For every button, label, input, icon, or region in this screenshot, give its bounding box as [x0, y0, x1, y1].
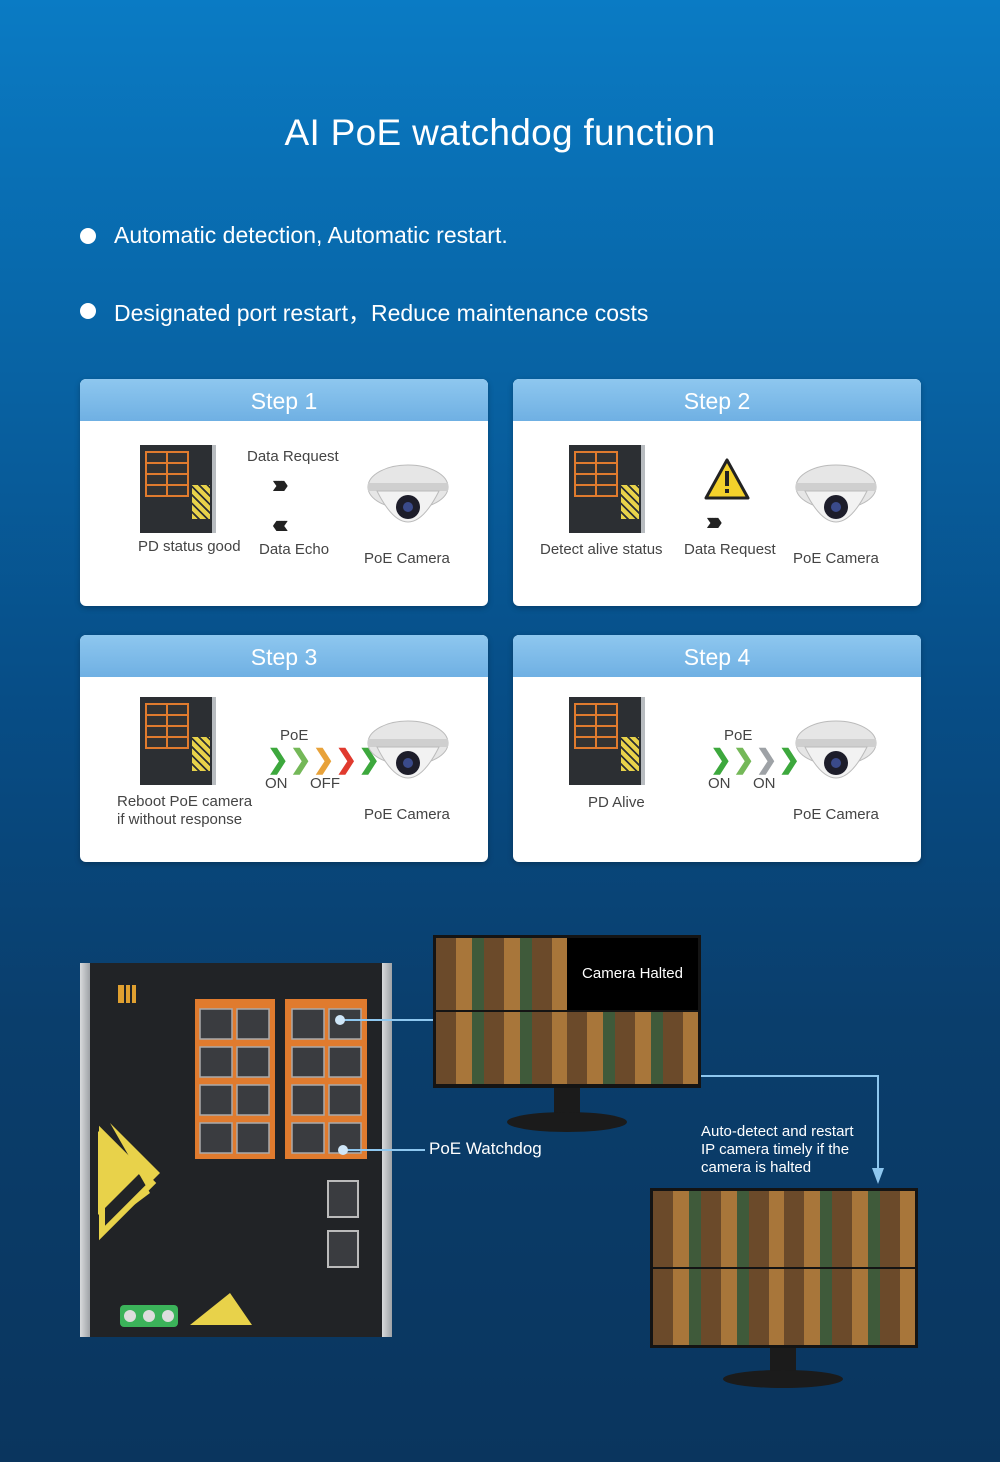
- camera-halted-label: Camera Halted: [582, 965, 683, 982]
- warning-icon: [704, 458, 750, 500]
- step-header: Step 3: [80, 635, 488, 677]
- switch-panel-graphic: [98, 985, 367, 1327]
- step-2-card: Step 2 Detect alive status ›››› Data Req…: [513, 379, 921, 606]
- bullet-dot-icon: [80, 303, 96, 319]
- camera-label: PoE Camera: [793, 806, 879, 823]
- off-label: OFF: [310, 775, 340, 792]
- reboot-label-line1: Reboot PoE camera: [117, 793, 253, 810]
- camera-label: PoE Camera: [793, 550, 879, 567]
- step-header: Step 1: [80, 379, 488, 421]
- step-header: Step 2: [513, 379, 921, 421]
- page-title: AI PoE watchdog function: [284, 112, 716, 153]
- on-label: ON: [708, 775, 731, 792]
- switch-icon: [140, 697, 216, 785]
- dome-camera-icon: [367, 464, 449, 523]
- pd-alive-label: PD Alive: [588, 794, 645, 811]
- poe-on-on-chevrons-icon: ❯❯❯❯: [710, 744, 801, 774]
- bullet-2: Designated port restart，Reduce maintenan…: [80, 294, 648, 328]
- dome-camera-icon: [795, 464, 877, 523]
- poe-on-off-chevrons-icon: ❯❯❯❯❯: [267, 744, 380, 774]
- switch-label: Detect alive status: [540, 541, 663, 558]
- monitor-halted: Camera Halted: [433, 935, 701, 1088]
- step-header: Step 4: [513, 635, 921, 677]
- on-label: ON: [265, 775, 288, 792]
- switch-icon: [569, 697, 645, 785]
- switch-icon: [140, 445, 216, 533]
- reboot-label-line2: if without response: [117, 811, 243, 828]
- data-echo-label: Data Echo: [259, 541, 330, 558]
- poe-label: PoE: [724, 727, 753, 744]
- bullet-text: Automatic detection, Automatic restart.: [114, 222, 508, 248]
- step-4-card: Step 4 PD Alive PoE ❯❯❯❯ ON ON PoE Camer…: [513, 635, 921, 862]
- bullet-1: Automatic detection, Automatic restart.: [80, 222, 508, 249]
- data-request-label: Data Request: [247, 448, 339, 465]
- auto-detect-line2: IP camera timely if the: [701, 1141, 850, 1158]
- bullet-text: Designated port restart，Reduce maintenan…: [114, 300, 649, 326]
- auto-detect-line3: camera is halted: [701, 1159, 812, 1176]
- step-1-card: Step 1 PD status good Data Request ›››› …: [80, 379, 488, 606]
- dome-camera-icon: [795, 720, 877, 779]
- auto-detect-line1: Auto-detect and restart: [701, 1123, 854, 1140]
- switch-label: PD status good: [138, 538, 241, 555]
- poe-watchdog-label: PoE Watchdog: [429, 1139, 542, 1158]
- camera-label: PoE Camera: [364, 806, 450, 823]
- dome-camera-icon: [367, 720, 449, 779]
- bullet-dot-icon: [80, 227, 96, 244]
- step-3-card: Step 3 Reboot PoE camera if without resp…: [80, 635, 488, 862]
- on-label: ON: [753, 775, 776, 792]
- switch-icon: [569, 445, 645, 533]
- camera-label: PoE Camera: [364, 550, 450, 567]
- data-request-label: Data Request: [684, 541, 776, 558]
- poe-label: PoE: [280, 727, 309, 744]
- monitor-restored: [650, 1188, 918, 1348]
